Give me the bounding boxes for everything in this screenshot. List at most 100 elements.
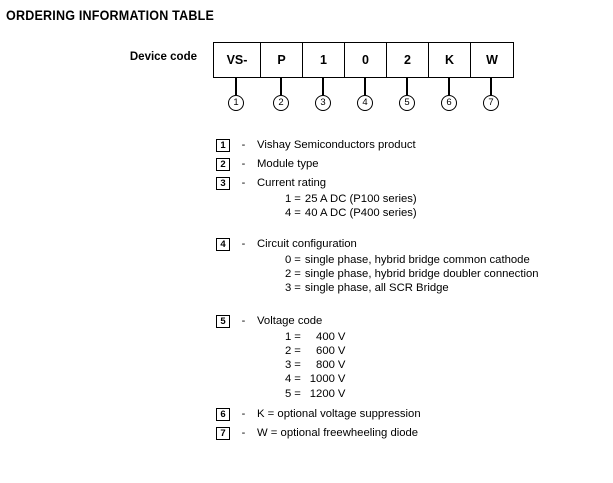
subline-equals: = xyxy=(294,267,301,280)
legend-dash: - xyxy=(241,315,246,327)
subline-value: single phase, all SCR Bridge xyxy=(304,282,449,295)
subline-unit: V xyxy=(337,387,346,400)
callout-leader-line xyxy=(235,78,237,95)
callout-leader-line xyxy=(490,78,492,95)
subline-value: 1000 xyxy=(309,373,335,386)
device-code-cell-1: VS- xyxy=(214,43,261,77)
legend-item-header: 6-K = optional voltage suppression xyxy=(216,408,421,421)
legend-dash: - xyxy=(241,158,246,170)
legend-subline: 1=25 A DC (P100 series) xyxy=(285,192,417,206)
callout-4: 4 xyxy=(355,78,375,111)
subline-unit: V xyxy=(337,330,346,343)
device-code-cell-6: K xyxy=(429,43,471,77)
device-code-cell-4: 0 xyxy=(345,43,387,77)
callout-leader-line xyxy=(364,78,366,95)
legend-item-4: 4-Circuit configuration 0=single phase, h… xyxy=(216,238,539,295)
subline-key: 2 xyxy=(285,267,292,280)
callout-circle-5: 5 xyxy=(399,95,415,111)
subline-key: 4 xyxy=(285,373,292,386)
subline-equals: = xyxy=(294,282,301,295)
legend-number-box-1: 1 xyxy=(216,139,230,152)
device-code-cell-7: W xyxy=(486,53,498,67)
subline-value: 800 xyxy=(316,359,335,372)
subline-equals: = xyxy=(294,359,301,372)
callout-2: 2 xyxy=(271,78,291,111)
callout-leader-line xyxy=(448,78,450,95)
subline-key: 1 xyxy=(285,330,292,343)
page-title: ORDERING INFORMATION TABLE xyxy=(6,8,215,23)
callout-leader-line xyxy=(322,78,324,95)
legend-item-6: 6-K = optional voltage suppression xyxy=(216,408,421,421)
subline-unit: V xyxy=(337,344,346,357)
legend-item-header: 4-Circuit configuration xyxy=(216,238,539,251)
legend-number-box-6: 6 xyxy=(216,408,230,421)
legend-item-header: 7-W = optional freewheeling diode xyxy=(216,427,418,440)
legend-number-box-5: 5 xyxy=(216,315,230,328)
legend-item-title: Module type xyxy=(257,158,319,170)
callout-circle-7: 7 xyxy=(483,95,499,111)
callout-circle-1: 1 xyxy=(228,95,244,111)
legend-item-header: 5-Voltage code xyxy=(216,315,345,328)
subline-value: single phase, hybrid bridge common catho… xyxy=(304,253,530,266)
subline-equals: = xyxy=(294,330,301,343)
legend-sublines: 1=25 A DC (P100 series)4=40 A DC (P400 s… xyxy=(285,192,417,221)
subline-value: 400 xyxy=(316,330,335,343)
subline-value: single phase, hybrid bridge doubler conn… xyxy=(304,267,539,280)
device-code-label: Device code xyxy=(129,51,197,63)
legend-item-1: 1-Vishay Semiconductors product xyxy=(216,139,416,152)
subline-equals: = xyxy=(294,373,301,386)
subline-unit: V xyxy=(337,373,346,386)
subline-key: 1 xyxy=(285,192,292,205)
callout-circle-6: 6 xyxy=(441,95,457,111)
callout-1: 1 xyxy=(226,78,246,111)
legend-subline: 2=single phase, hybrid bridge doubler co… xyxy=(285,267,539,281)
device-code-cell-3: 1 xyxy=(303,43,345,77)
callout-circle-3: 3 xyxy=(315,95,331,111)
subline-value: 25 A DC (P100 series) xyxy=(304,192,417,205)
subline-equals: = xyxy=(294,192,301,205)
legend-item-title: Current rating xyxy=(257,177,327,189)
callout-3: 3 xyxy=(313,78,333,111)
legend-item-2: 2-Module type xyxy=(216,158,319,171)
legend-dash: - xyxy=(241,408,246,420)
subline-equals: = xyxy=(294,253,301,266)
legend-subline: 3=single phase, all SCR Bridge xyxy=(285,281,539,295)
legend-item-7: 7-W = optional freewheeling diode xyxy=(216,427,418,440)
subline-equals: = xyxy=(294,387,301,400)
legend-number-box-2: 2 xyxy=(216,158,230,171)
subline-key: 5 xyxy=(285,387,292,400)
subline-key: 3 xyxy=(285,282,292,295)
legend-number-box-4: 4 xyxy=(216,238,230,251)
subline-key: 3 xyxy=(285,359,292,372)
callout-leader-line xyxy=(406,78,408,95)
callout-7: 7 xyxy=(481,78,501,111)
callout-6: 6 xyxy=(439,78,459,111)
legend-item-3: 3-Current rating 1=25 A DC (P100 series)4… xyxy=(216,177,417,220)
legend-item-title: Voltage code xyxy=(257,315,323,327)
legend-subline: 0=single phase, hybrid bridge common cat… xyxy=(285,253,539,267)
legend-item-header: 3-Current rating xyxy=(216,177,417,190)
legend-sublines: 0=single phase, hybrid bridge common cat… xyxy=(285,253,539,296)
callout-circle-4: 4 xyxy=(357,95,373,111)
device-code-cell-5: 2 xyxy=(387,43,429,77)
subline-unit: V xyxy=(337,359,346,372)
subline-value: 40 A DC (P400 series) xyxy=(304,206,417,219)
legend-subline: 4=40 A DC (P400 series) xyxy=(285,206,417,220)
legend-item-title: Circuit configuration xyxy=(257,238,357,250)
legend-number-box-3: 3 xyxy=(216,177,230,190)
callout-circle-2: 2 xyxy=(273,95,289,111)
legend-item-header: 2-Module type xyxy=(216,158,319,171)
subline-value: 600 xyxy=(316,344,335,357)
legend-dash: - xyxy=(241,238,246,250)
callout-group: 1 2 3 4 5 6 7 xyxy=(0,78,613,118)
legend-item-title: W = optional freewheeling diode xyxy=(257,427,419,439)
device-code-cell-2: P xyxy=(261,43,303,77)
legend-item-title: K = optional voltage suppression xyxy=(257,408,421,420)
